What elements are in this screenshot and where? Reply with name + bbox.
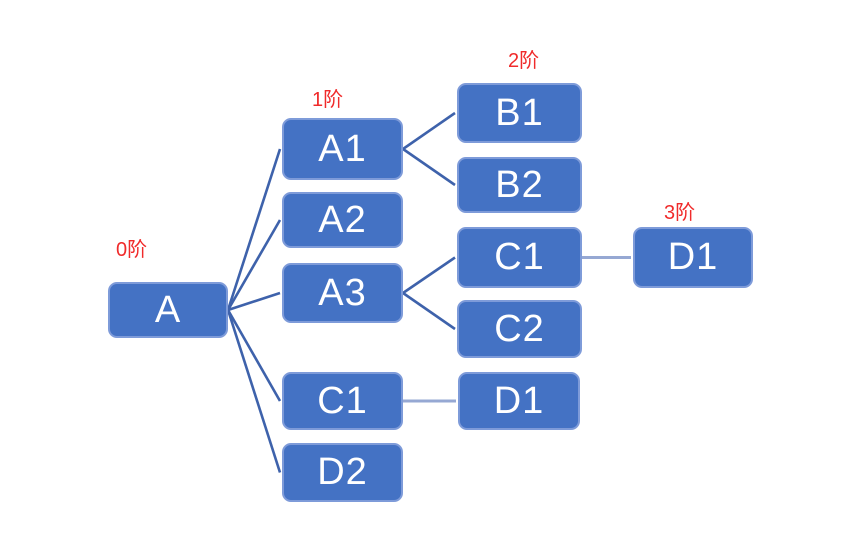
node-A: A xyxy=(108,282,228,338)
level-3-label: 3阶 xyxy=(664,202,696,224)
edge-A-A1 xyxy=(226,148,282,311)
node-A1: A1 xyxy=(282,118,403,180)
node-A3: A3 xyxy=(282,263,403,323)
level-0-label: 0阶 xyxy=(116,239,148,261)
node-B1: B1 xyxy=(457,83,582,143)
edge-A1-B2 xyxy=(402,147,456,187)
level-2-label: 2阶 xyxy=(508,50,540,72)
edge-A3-C1b xyxy=(402,256,456,295)
node-C1b: C1 xyxy=(457,227,582,288)
edge-A-D2 xyxy=(226,309,282,473)
edge-A1-B1 xyxy=(402,111,456,151)
level-1-label: 1阶 xyxy=(312,89,344,111)
node-D1b: D1 xyxy=(633,227,753,288)
node-D1a: D1 xyxy=(458,372,580,430)
edge-A-A2 xyxy=(226,219,282,311)
node-A2: A2 xyxy=(282,192,403,248)
edge-A3-C2 xyxy=(402,291,456,331)
node-C2: C2 xyxy=(457,300,582,358)
node-B2: B2 xyxy=(457,157,582,213)
node-C1a: C1 xyxy=(282,372,403,430)
node-D2: D2 xyxy=(282,443,403,502)
edge-A-C1a xyxy=(226,309,282,402)
edge-A-A3 xyxy=(227,291,281,312)
